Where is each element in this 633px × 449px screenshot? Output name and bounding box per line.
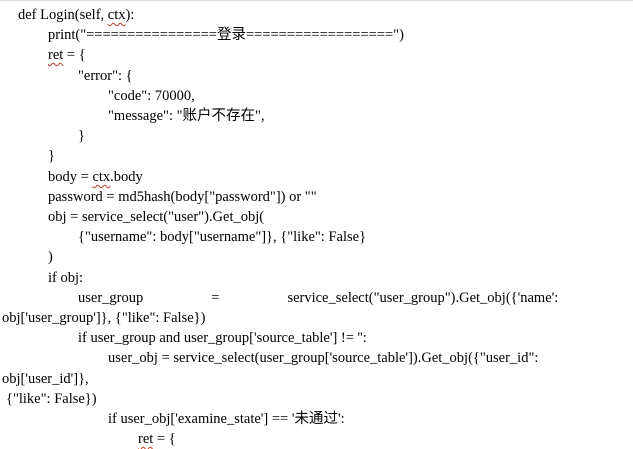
code-token: "code": 70000, [108, 88, 195, 104]
spellcheck-flagged-token: ctx [107, 7, 126, 23]
code-token: obj['user_id']}, [2, 371, 89, 387]
page-top-border [0, 0, 633, 1]
code-token: ) [48, 249, 53, 265]
spellcheck-flagged-token: ret [138, 431, 154, 447]
code-line: obj['user_group']}, {"like": False}) [2, 308, 633, 328]
code-token: if obj: [48, 270, 84, 286]
code-line: "error": { [78, 66, 633, 86]
code-token: if user_obj['examine_state'] == '未通过': [108, 411, 345, 427]
code-line: body = ctx.body [48, 167, 633, 187]
code-line: user_obj = service_select(user_group['so… [108, 348, 633, 368]
code-line: if user_group and user_group['source_tab… [78, 328, 633, 348]
code-line: "code": 70000, [108, 86, 633, 106]
code-line: print("================登录===============… [48, 25, 633, 45]
code-token: {"username": body["username"]}, {"like":… [78, 229, 367, 245]
code-line: obj['user_id']}, [2, 369, 633, 389]
code-token: password = md5hash(body["password"]) or … [48, 189, 317, 205]
code-line: def Login(self, ctx): [18, 5, 633, 25]
code-token: ): [125, 7, 135, 23]
code-line: if obj: [48, 268, 633, 288]
code-token: obj['user_group']}, {"like": False}) [2, 310, 206, 326]
code-token: "message": "账户不存在", [108, 108, 265, 124]
spellcheck-flagged-token: ctx [92, 169, 111, 185]
code-token: def Login(self, [18, 7, 108, 23]
code-token: "error": { [78, 68, 133, 84]
code-line: {"like": False}) [6, 389, 633, 409]
code-token: service_select("user_group").Get_obj({'n… [287, 290, 559, 306]
code-line: ) [48, 247, 633, 267]
code-line: ret = { [138, 429, 633, 449]
code-line: } [78, 126, 633, 146]
spellcheck-flagged-token: ret [48, 47, 64, 63]
code-token: .body [110, 169, 143, 185]
code-token: if user_group and user_group['source_tab… [78, 330, 367, 346]
code-line: if user_obj['examine_state'] == '未通过': [108, 409, 633, 429]
code-token: user_obj = service_select(user_group['so… [108, 350, 539, 366]
code-token: } [48, 148, 55, 164]
code-line: } [48, 146, 633, 166]
code-line: obj = service_select("user").Get_obj( [48, 207, 633, 227]
code-line: password = md5hash(body["password"]) or … [48, 187, 633, 207]
code-token: print("================登录===============… [48, 27, 404, 43]
code-line: ret = { [48, 45, 633, 65]
code-line: "message": "账户不存在", [108, 106, 633, 126]
code-token: = { [63, 47, 86, 63]
code-token: obj = service_select("user").Get_obj( [48, 209, 265, 225]
code-token: } [78, 128, 85, 144]
code-line: {"username": body["username"]}, {"like":… [78, 227, 633, 247]
code-token: = { [153, 431, 176, 447]
code-line: user_group = service_select("user_group").… [78, 288, 633, 308]
code-token: = [211, 290, 220, 306]
code-token: user_group [78, 290, 144, 306]
code-token: body = [48, 169, 93, 185]
code-token: {"like": False}) [6, 391, 97, 407]
